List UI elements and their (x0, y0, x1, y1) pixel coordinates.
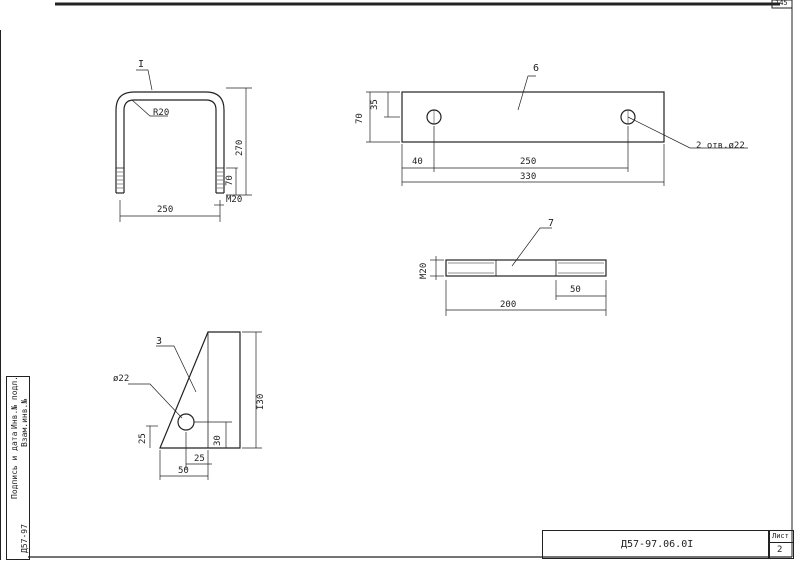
part-1-u-bolt (115, 91, 225, 194)
side-stamp-code: Д57-97 (20, 524, 29, 553)
part-1-height-label: 270 (235, 139, 245, 156)
part-7-thread-label: M20 (419, 262, 429, 279)
part-7-thread-length-label: 50 (570, 285, 581, 295)
sheet-label: Лист (772, 532, 789, 540)
part-7-rod (445, 259, 607, 277)
part-6-half-height-label: 35 (370, 99, 380, 110)
part-6-hole-spacing-label: 250 (520, 157, 537, 167)
title-block-main: Д57-97.06.0I (542, 530, 770, 559)
side-stamp-inventory: Инв.№ подл. (10, 376, 19, 429)
part-1-thread-label: M20 (226, 195, 243, 205)
part-1-thread-length-label: 70 (225, 175, 235, 186)
part-3-width-label: 50 (178, 466, 189, 476)
part-1-width-label: 250 (157, 205, 174, 215)
part-7-dimensions (430, 227, 607, 316)
part-3-hole-height-label: 30 (213, 435, 223, 446)
part-3-dimensions (128, 331, 262, 480)
part-3-hole-offset-label: 25 (194, 454, 205, 464)
part-1-label: I (138, 59, 145, 70)
side-stamp: Инв.№ подл. Подпись и дата Взам.инв.№ Д5… (6, 376, 30, 560)
title-block-sheet: Лист 2 (768, 530, 794, 559)
part-6-plate (401, 91, 665, 143)
part-3-hole-label: ø22 (113, 374, 130, 384)
side-stamp-signature: Подпись и дата (10, 431, 19, 499)
part-6-length-label: 330 (520, 172, 537, 182)
part-3-height-label: I30 (256, 393, 266, 410)
part-1-radius-label: R20 (153, 108, 170, 118)
document-code: Д57-97.06.0I (621, 539, 694, 550)
part-7-length-label: 200 (500, 300, 517, 310)
part-7-label: 7 (548, 218, 555, 229)
part-6-holes-note: 2 отв.ø22 (696, 141, 745, 151)
part-6-edge-offset-label: 40 (412, 157, 423, 167)
side-stamp-replacement: Взам.инв.№ (20, 398, 29, 447)
corner-mark: 145 (775, 0, 788, 7)
part-3-gusset (159, 331, 241, 449)
part-3-left-height-label: 25 (138, 433, 148, 444)
part-6-height-label: 70 (355, 113, 365, 124)
part-1-dimensions (119, 69, 252, 222)
part-3-label: 3 (156, 336, 163, 347)
part-6-dimensions (366, 75, 748, 186)
part-6-label: 6 (533, 63, 540, 74)
sheet-number: 2 (777, 545, 783, 555)
